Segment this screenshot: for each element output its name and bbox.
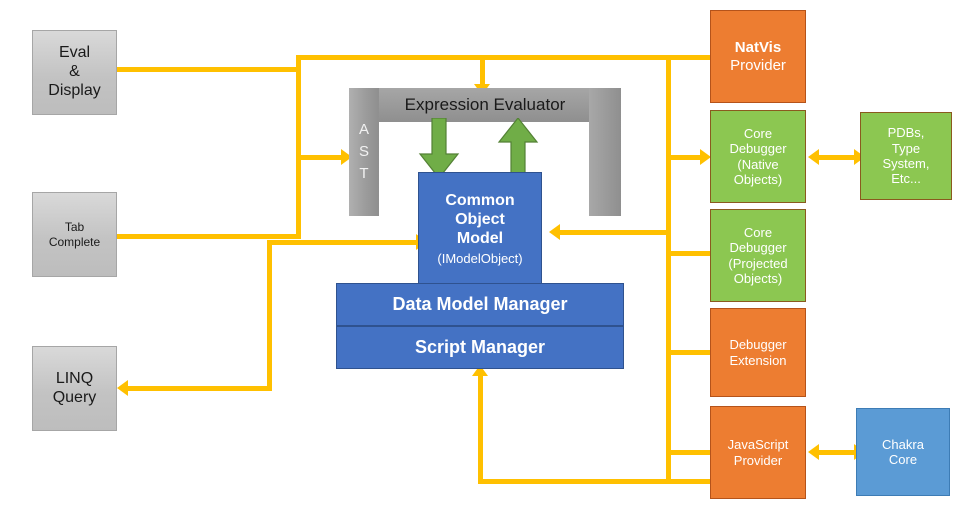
- connector-to-linq-query: [128, 386, 272, 391]
- box-linq-query-label: LINQ Query: [52, 369, 97, 406]
- arrowhead-to-core-debugger-native: [700, 149, 711, 165]
- box-core-debugger-projected-label: Core Debugger (Projected Objects): [728, 224, 788, 286]
- box-chakra-core[interactable]: Chakra Core: [856, 408, 950, 496]
- connector-core-debugger-projected-to-trunk: [666, 251, 712, 256]
- box-pdbs-type-system-label: PDBs, Type System, Etc...: [882, 125, 930, 187]
- box-linq-query[interactable]: LINQ Query: [32, 346, 117, 431]
- box-core-debugger-native-label: Core Debugger (Native Objects): [729, 125, 787, 187]
- arrowhead-providers-to-common-object-model: [549, 224, 560, 240]
- box-tab-complete[interactable]: Tab Complete: [32, 192, 117, 277]
- arrowhead-pdbs-to-core-debugger-native: [808, 149, 819, 165]
- box-common-object-model[interactable]: Common Object Model (IModelObject): [418, 172, 542, 286]
- connector-core-debugger-native-to-pdbs: [818, 155, 856, 160]
- box-core-debugger-projected[interactable]: Core Debugger (Projected Objects): [710, 209, 806, 302]
- connector-tab-complete-to-trunk: [117, 234, 301, 239]
- connector-trunk-to-core-debugger-native: [669, 155, 702, 160]
- connector-linq-vertical: [267, 240, 272, 390]
- connector-bus-to-expression-evaluator: [480, 55, 485, 87]
- connector-natvis-to-trunk: [666, 55, 712, 60]
- connector-javascript-provider-to-trunk: [666, 450, 712, 455]
- expression-evaluator-right-leg: [589, 88, 621, 216]
- box-tab-complete-label: Tab Complete: [48, 220, 101, 249]
- box-javascript-provider[interactable]: JavaScript Provider: [710, 406, 806, 499]
- connector-debugger-extension-to-trunk: [666, 350, 712, 355]
- expression-evaluator-title: Expression Evaluator: [404, 95, 566, 114]
- box-natvis-provider-label-bold: NatVis: [734, 38, 782, 56]
- box-eval-display-label: Eval & Display: [48, 44, 101, 99]
- connector-javascript-provider-bottom: [478, 479, 712, 484]
- arrowhead-to-ast: [341, 149, 352, 165]
- box-data-model-manager[interactable]: Data Model Manager: [336, 283, 624, 326]
- connector-script-manager-riser: [478, 376, 483, 484]
- ast-letter-t: T: [359, 164, 369, 182]
- connector-eval-display-to-trunk: [117, 67, 301, 72]
- box-script-manager[interactable]: Script Manager: [336, 326, 624, 369]
- box-common-object-model-label: Common Object Model: [445, 192, 515, 247]
- box-debugger-extension[interactable]: Debugger Extension: [710, 308, 806, 397]
- box-common-object-model-sublabel: (IModelObject): [437, 250, 523, 266]
- box-data-model-manager-label: Data Model Manager: [392, 293, 568, 314]
- box-natvis-provider[interactable]: NatVis Provider: [710, 10, 806, 103]
- arrowhead-to-script-manager: [472, 365, 488, 376]
- arrowhead-core-debugger-native-to-pdbs: [854, 149, 865, 165]
- ast-block: A S T: [349, 88, 379, 216]
- box-natvis-provider-label-rest: Provider: [730, 56, 786, 74]
- ast-letter-s: S: [358, 143, 369, 161]
- expression-evaluator-top-bar: [349, 88, 621, 122]
- connector-trunk-to-ast: [299, 155, 343, 160]
- box-core-debugger-native[interactable]: Core Debugger (Native Objects): [710, 110, 806, 203]
- arrowhead-to-linq-query: [117, 380, 128, 396]
- connector-right-trunk-vertical: [666, 55, 671, 483]
- box-pdbs-type-system[interactable]: PDBs, Type System, Etc...: [860, 112, 952, 200]
- box-chakra-core-label: Chakra Core: [882, 436, 924, 467]
- arrowhead-chakra-to-javascript-provider: [808, 444, 819, 460]
- box-javascript-provider-label: JavaScript Provider: [727, 437, 789, 468]
- box-debugger-extension-label: Debugger Extension: [729, 337, 787, 368]
- block-arrow-down-to-common-object-model: [417, 118, 461, 180]
- box-script-manager-label: Script Manager: [414, 336, 546, 357]
- ast-letter-a: A: [358, 121, 369, 139]
- block-arrow-up-to-expression-evaluator: [496, 118, 540, 180]
- connector-javascript-provider-to-chakra: [818, 450, 856, 455]
- connector-providers-to-common-object-model: [560, 230, 670, 235]
- connector-bus-to-common-object-model: [267, 240, 418, 245]
- box-eval-display[interactable]: Eval & Display: [32, 30, 117, 115]
- connector-left-trunk-vertical: [296, 55, 301, 239]
